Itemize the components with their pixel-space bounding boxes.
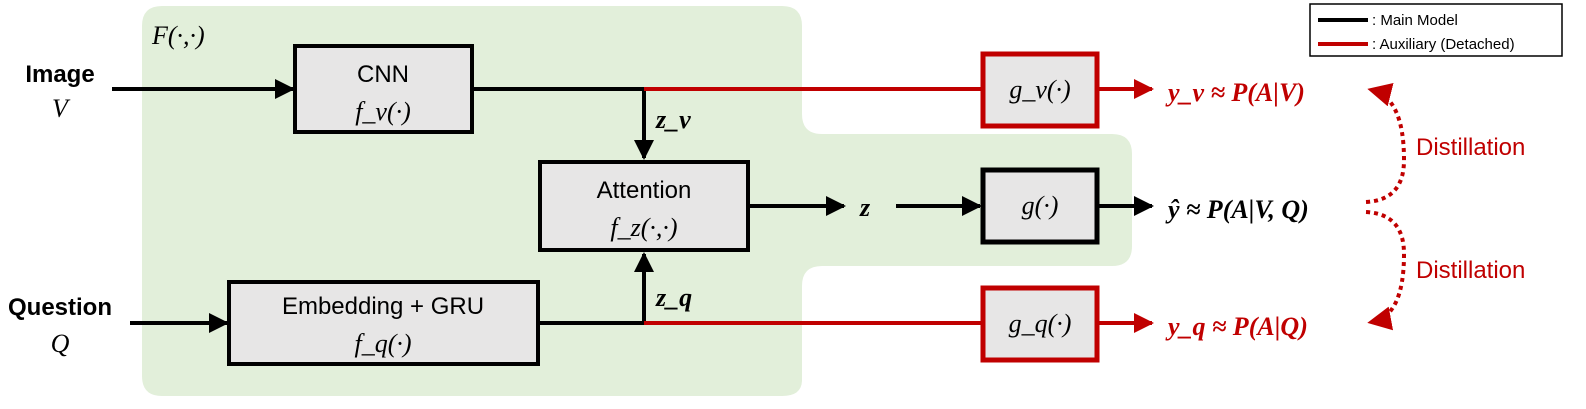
y-q-output: y_q ≈ P(A|Q): [1165, 312, 1308, 341]
cnn-title: CNN: [357, 61, 409, 88]
distillation-label-top: Distillation: [1416, 134, 1525, 161]
attention-func: f_z(·,·): [610, 213, 677, 242]
g-q-box: [980, 285, 1100, 363]
g-q-func: g_q(·): [1009, 309, 1072, 338]
attention-box: [538, 160, 750, 252]
legend-box: [1309, 3, 1563, 57]
legend: : Main Model : Auxiliary (Detached): [1309, 3, 1563, 57]
region-label: F(·,·): [151, 21, 205, 50]
cnn-func: f_v(·): [355, 97, 411, 126]
question-input-symbol: Q: [51, 329, 70, 358]
question-input-label: Question: [8, 294, 112, 321]
z-v-label: z_v: [655, 105, 691, 134]
y-v-output: y_v ≈ P(A|V): [1165, 78, 1305, 107]
y-hat-output: ŷ ≈ P(A|V, Q): [1165, 195, 1309, 224]
image-input-label: Image: [25, 61, 94, 88]
distillation-arrow-top: [1365, 83, 1407, 204]
z-q-label: z_q: [655, 283, 692, 312]
image-input-symbol: V: [52, 94, 71, 123]
attention-title: Attention: [597, 177, 692, 204]
z-label: z: [859, 193, 871, 222]
legend-aux-label: : Auxiliary (Detached): [1372, 36, 1515, 53]
distillation-label-bottom: Distillation: [1416, 257, 1525, 284]
embedding-box: [227, 280, 540, 366]
g-func: g(·): [1022, 191, 1059, 220]
cnn-box: [293, 44, 474, 134]
distillation-arrow-bottom: [1365, 210, 1407, 331]
embedding-title: Embedding + GRU: [282, 293, 484, 320]
embedding-func: f_q(·): [354, 329, 411, 358]
g-box: [980, 167, 1100, 245]
legend-main-label: : Main Model: [1372, 12, 1458, 29]
g-v-box: [980, 51, 1100, 129]
g-v-func: g_v(·): [1009, 75, 1070, 104]
